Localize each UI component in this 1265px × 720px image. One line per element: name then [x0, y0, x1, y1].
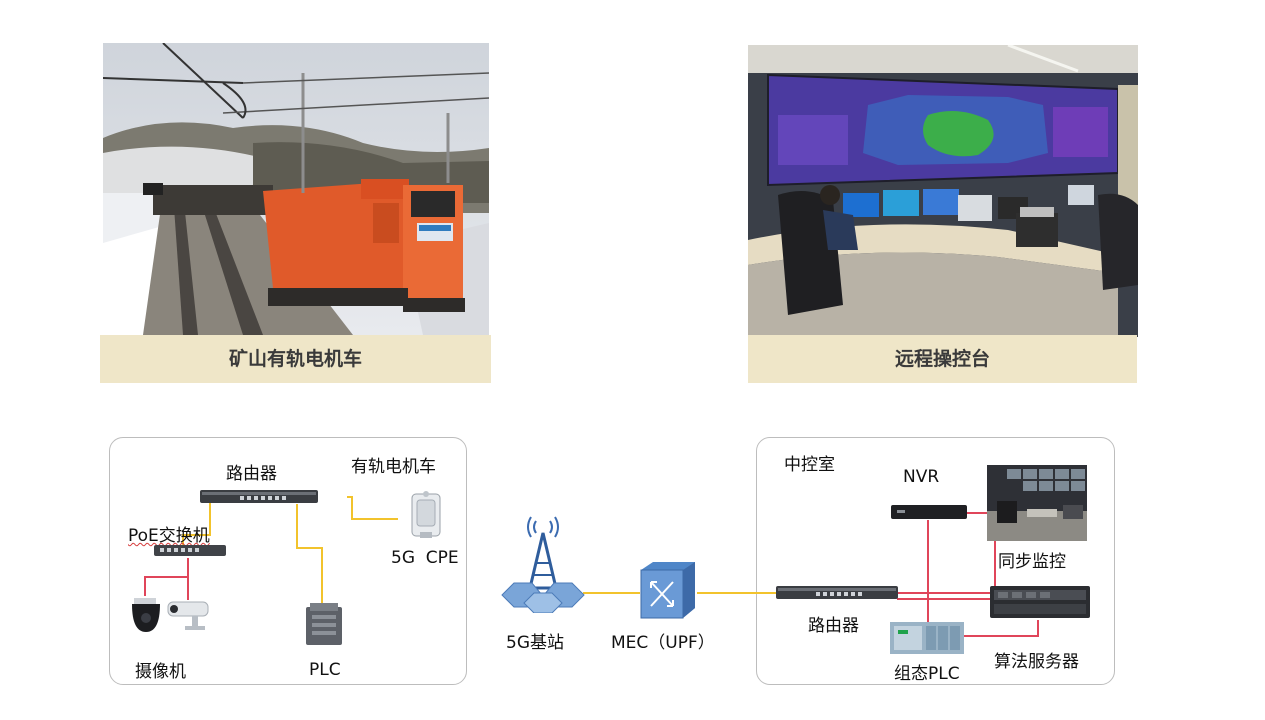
- camera-label: 摄像机: [135, 662, 186, 682]
- plc-label-left: PLC: [309, 660, 341, 680]
- link-plc-server: [962, 620, 1039, 637]
- router-icon-right: [776, 584, 898, 602]
- mec-label: MEC（UPF）: [611, 633, 715, 653]
- monitor-label: 同步监控: [998, 552, 1066, 572]
- base-station-label: 5G基站: [506, 633, 564, 653]
- cpe-icon: [406, 490, 446, 540]
- monitor-photo: [987, 465, 1087, 541]
- nvr-label: NVR: [903, 467, 940, 487]
- control-room-photo: [748, 45, 1138, 337]
- server-label: 算法服务器: [994, 652, 1079, 672]
- router-icon-left: [200, 488, 318, 506]
- nvr-icon: [891, 503, 967, 521]
- train-label: 有轨电机车: [351, 457, 436, 477]
- router-label-left: 路由器: [226, 464, 277, 484]
- server-icon: [990, 584, 1090, 620]
- control-room-caption: 远程操控台: [748, 335, 1137, 383]
- link-router-plc: [296, 504, 323, 603]
- locomotive-network-panel: [109, 437, 467, 685]
- poe-switch-icon: [154, 543, 226, 559]
- plc-icon-left: [304, 601, 344, 647]
- base-station-icon: [498, 513, 588, 613]
- locomotive-photo: [103, 43, 489, 335]
- config-plc-icon: [890, 618, 964, 656]
- control-room-label: 中控室: [784, 455, 835, 475]
- locomotive-caption: 矿山有轨电机车: [100, 335, 491, 383]
- link-switch-cameras: [144, 558, 189, 596]
- camera-icons: [130, 592, 216, 636]
- link-router-cpe: [347, 496, 398, 520]
- mec-icon: [639, 560, 697, 620]
- poe-switch-label: PoE交换机: [128, 526, 210, 546]
- cpe-label: 5G CPE: [391, 548, 459, 568]
- router-label-right: 路由器: [808, 616, 859, 636]
- link-router-switch: [182, 500, 211, 545]
- config-plc-label: 组态PLC: [894, 664, 960, 684]
